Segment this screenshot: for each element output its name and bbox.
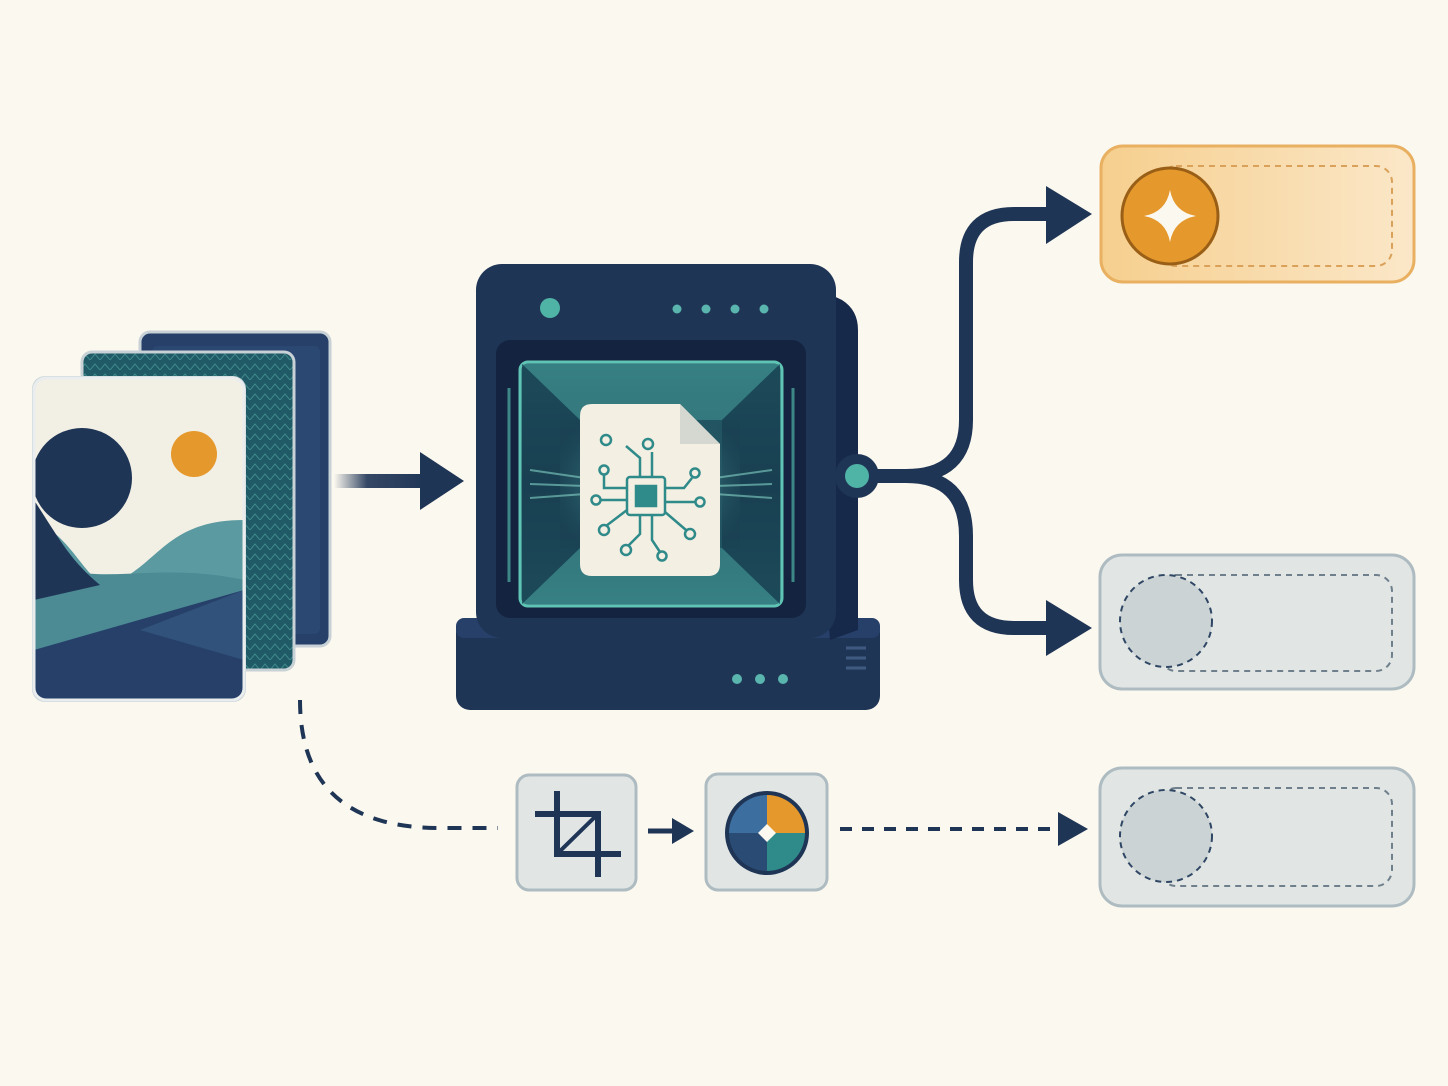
base-indicator-dot — [778, 674, 788, 684]
input-arrow — [334, 452, 464, 510]
sparkle-icon — [1144, 190, 1196, 242]
arrow-head-top — [1046, 186, 1092, 244]
color-wheel-icon — [725, 791, 809, 875]
color-wheel-tile — [704, 772, 829, 892]
base-vent — [846, 646, 866, 670]
manual-path — [298, 699, 1088, 892]
crop-icon — [535, 791, 621, 877]
output-slot-selected — [1099, 144, 1416, 284]
power-indicator — [540, 298, 560, 318]
front-image-card — [32, 376, 246, 702]
base-indicator-dot — [732, 674, 742, 684]
image-stack-icon — [32, 330, 332, 702]
base-indicator-dot — [755, 674, 765, 684]
output-slot-manual — [1098, 766, 1416, 908]
processor-machine — [456, 264, 880, 710]
branch-arrows — [869, 207, 1063, 635]
crop-tool-tile — [515, 773, 638, 892]
circuit-chip-icon — [580, 404, 720, 576]
output-port — [845, 464, 869, 488]
arrow-head-middle — [1046, 600, 1092, 656]
output-slot-alternate — [1098, 553, 1416, 691]
